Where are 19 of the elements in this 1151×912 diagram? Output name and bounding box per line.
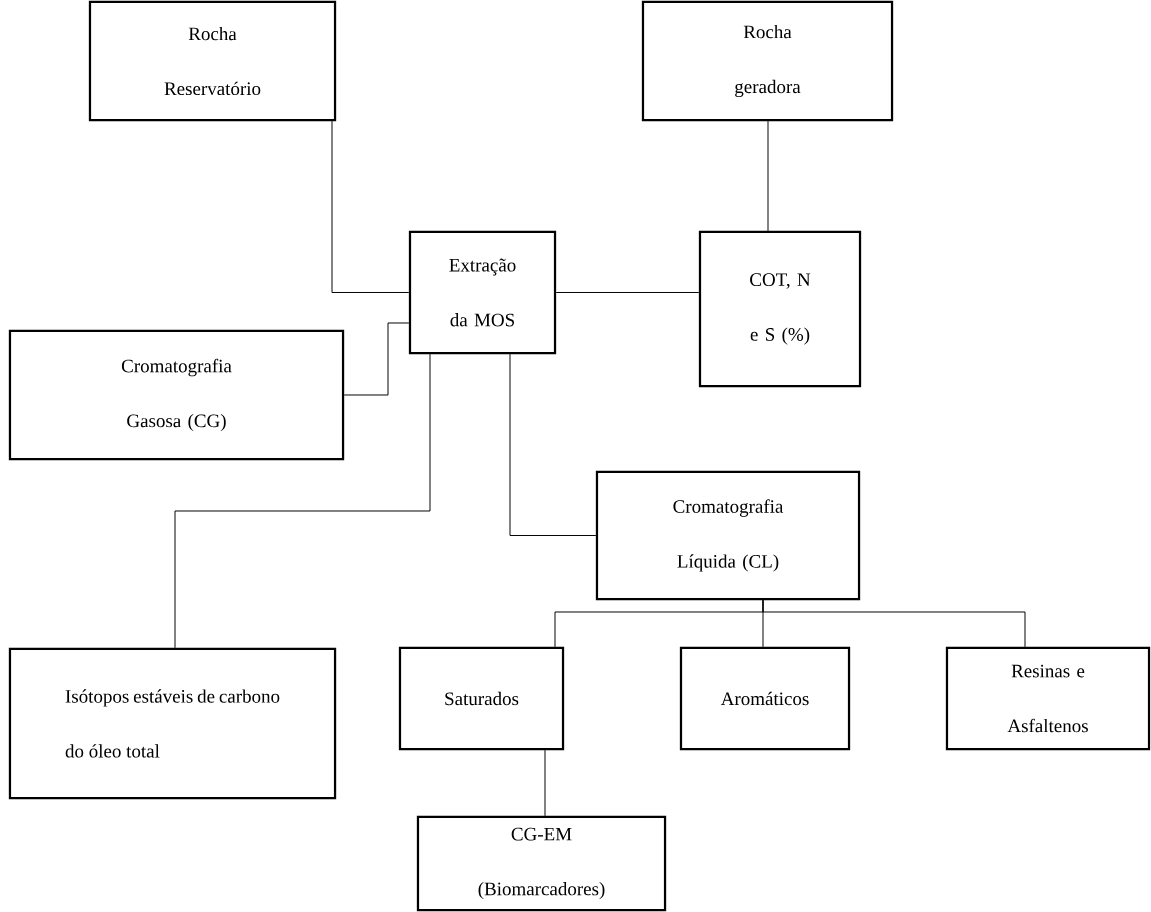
connector-line [767,120,769,232]
process-box: Resinas e Asfaltenos [945,646,1151,751]
process-box: Cromatografia Gasosa (CG) [8,329,345,461]
process-box: Isótopos estáveis de carbono do óleo total [8,647,337,800]
process-box: Aromáticos [679,646,851,751]
connector-line [555,292,700,293]
process-box: Rocha Reservatório [88,0,337,122]
process-box: CG-EM (Biomarcadores) [416,815,667,912]
process-box: Cromatografia Líquida (CL) [595,470,861,601]
process-box: Saturados [398,646,565,751]
process-box: Extração da MOS [408,230,557,355]
connector-line [544,749,546,817]
connector-line [174,353,431,649]
process-box: COT, N e S (%) [698,230,862,388]
connector-line [343,322,410,396]
process-box: Rocha geradora [641,0,894,122]
connector-line [762,599,1026,648]
connector-line [331,120,410,293]
connector-line [509,353,597,536]
